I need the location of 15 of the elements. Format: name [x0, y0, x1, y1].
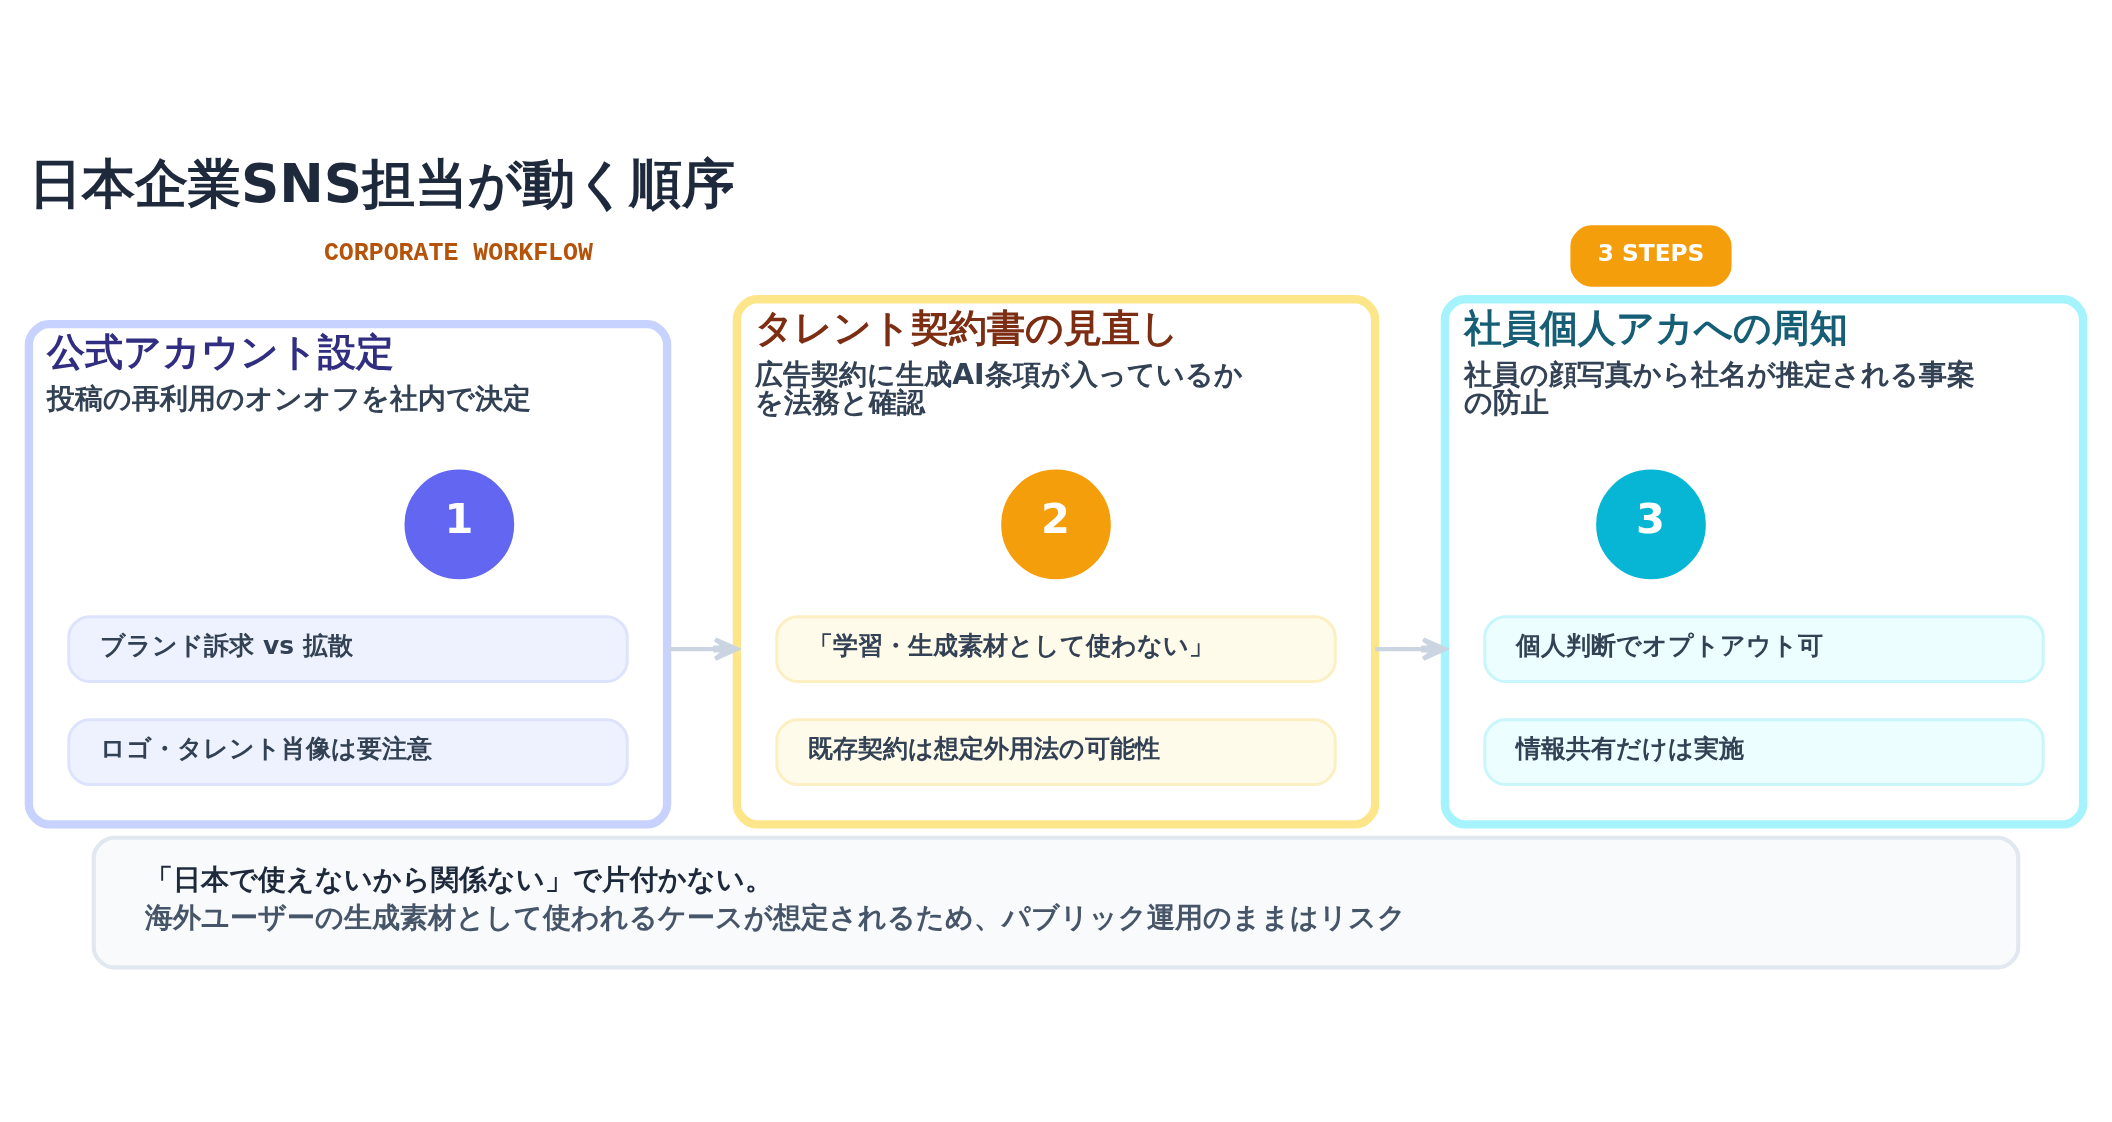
node-circle: 3: [1596, 469, 1706, 580]
diagram-title: 日本企業SNS担当が動く順序: [28, 153, 735, 216]
node-box: 「日本で使えないから関係ない」で片付かない。 海外ユーザーの生成素材として使われるケースが想定されるため、パブリック運用のままはリスク: [91, 835, 2021, 970]
node-box: 情報共有だけは実施: [1483, 718, 2045, 787]
node-circle: 1: [404, 469, 515, 580]
node-box: ブランド訴求 vs 拡散: [67, 615, 629, 683]
arrow: [667, 637, 740, 661]
node-box: ロゴ・タレント肖像は要注意: [67, 718, 629, 787]
node-box: 既存契約は想定外用法の可能性: [775, 718, 1337, 787]
node-box: 3 STEPS: [1570, 225, 1732, 287]
label: CORPORATE WORKFLOW: [323, 239, 593, 268]
node-box: 「学習・生成素材として使わない」: [775, 615, 1337, 683]
arrow: [1375, 637, 1448, 661]
node-box: 個人判断でオプトアウト可: [1483, 615, 2045, 683]
node-circle: 2: [1001, 469, 1111, 580]
